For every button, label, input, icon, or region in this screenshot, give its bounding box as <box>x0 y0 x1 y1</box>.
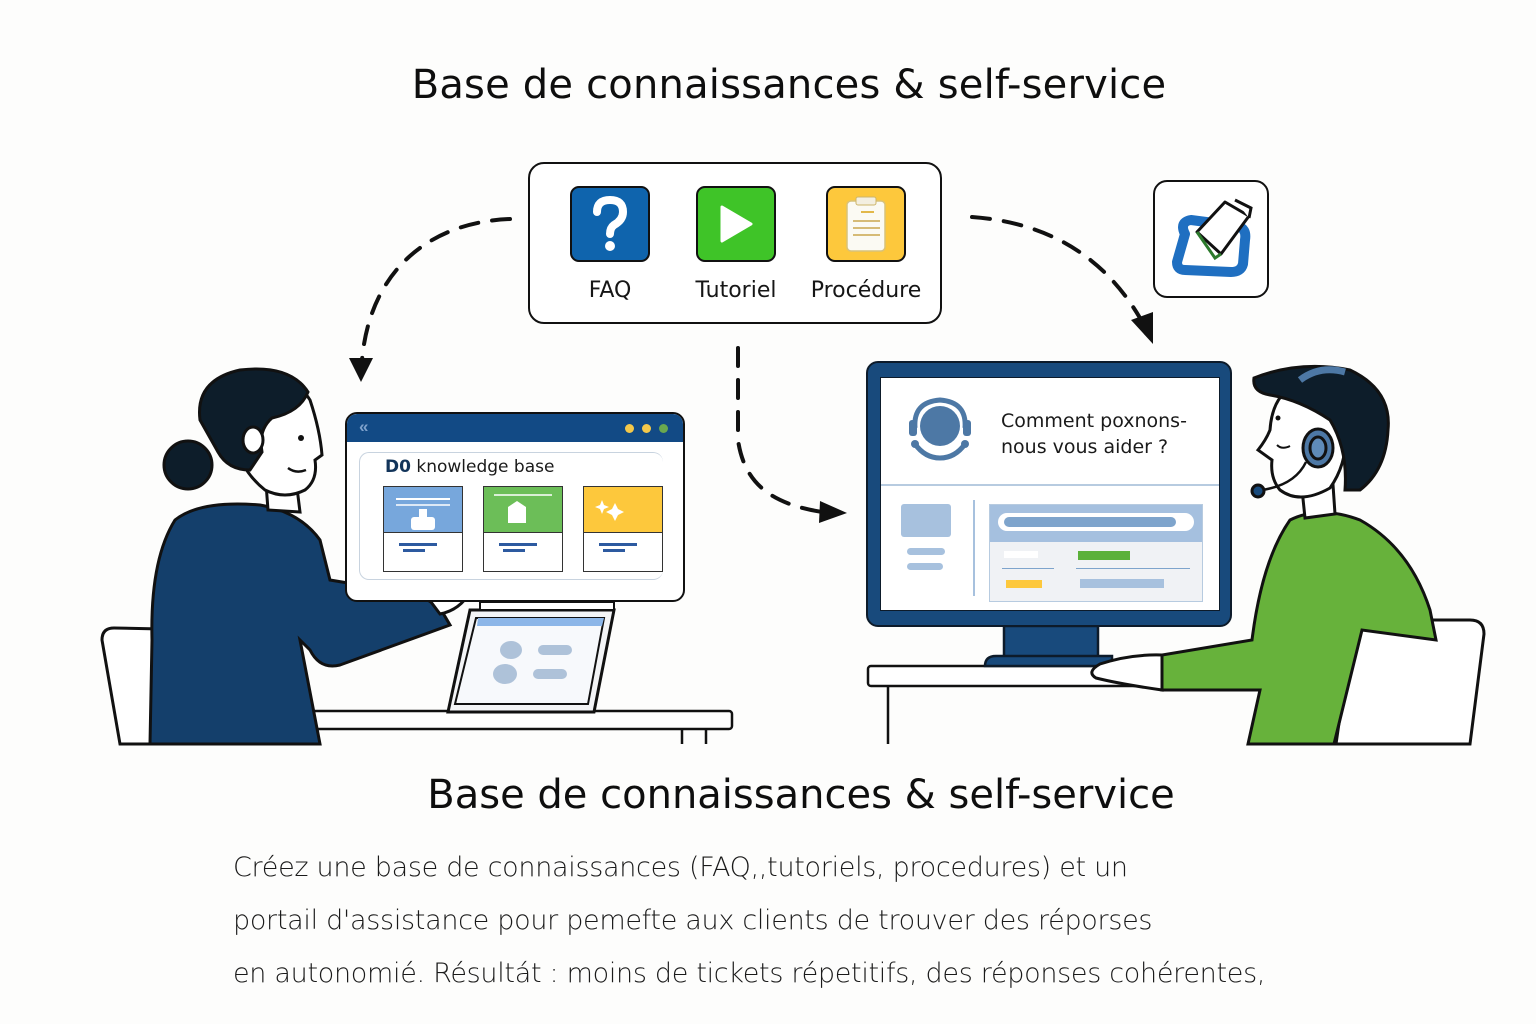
content-type-label: Tutoriel <box>695 278 777 303</box>
double-chevron-left-icon[interactable]: « <box>359 417 369 436</box>
kb-card[interactable] <box>383 486 463 572</box>
content-type-label: Procédure <box>810 278 922 303</box>
clipboard-checklist-icon <box>826 186 906 262</box>
window-dot[interactable] <box>659 424 668 433</box>
window-title-bar: « <box>347 414 683 442</box>
divider <box>881 484 1219 486</box>
arrow-to-right-agent <box>970 215 1142 320</box>
section-title: Base de connaissances & self-service <box>427 772 1175 818</box>
home-icon <box>494 494 552 523</box>
headset-agent-icon <box>909 397 971 461</box>
arrowhead-right <box>1131 312 1153 344</box>
content-type-label: FAQ <box>588 278 632 303</box>
content-type-faq[interactable]: FAQ <box>550 186 670 303</box>
description-line: Créez une base de connaissances (FAQ,,tu… <box>233 852 1128 883</box>
results-panel <box>989 504 1203 602</box>
arrow-to-right-monitor <box>736 346 824 514</box>
status-bar-yellow <box>1006 580 1042 588</box>
sidebar-line[interactable] <box>907 548 945 555</box>
status-bar-green <box>1078 551 1130 560</box>
knowledge-base-window: « D0 knowledge base <box>345 412 685 602</box>
content-type-procedure[interactable]: Procédure <box>806 186 926 303</box>
kb-card[interactable] <box>583 486 663 572</box>
content-type-tutorial[interactable]: Tutoriel <box>676 186 796 303</box>
window-dot[interactable] <box>642 424 651 433</box>
laptop <box>446 608 616 714</box>
kb-logo: D0 <box>385 457 411 477</box>
right-person <box>1090 364 1438 746</box>
result-label <box>1004 551 1038 558</box>
result-bar <box>1080 579 1164 588</box>
kb-title-text: knowledge base <box>416 457 555 477</box>
kb-content-frame <box>359 452 663 580</box>
search-input[interactable] <box>998 513 1194 531</box>
support-portal-screen: Comment poxnons- nous vous aider ? <box>880 377 1220 611</box>
search-bar-area <box>990 505 1202 542</box>
kb-title: D0 knowledge base <box>385 457 554 477</box>
page-title: Base de connaissances & self-service <box>411 62 1167 108</box>
content-types-card: FAQ Tutoriel Procédure <box>528 162 942 324</box>
arrowhead-center <box>819 501 847 523</box>
description-line: portail d'assistance pour pemefte aux cl… <box>233 905 1153 936</box>
window-dot[interactable] <box>625 424 634 433</box>
kb-card[interactable] <box>483 486 563 572</box>
sidebar-thumbnail[interactable] <box>901 504 951 537</box>
description: Créez une base de connaissances (FAQ,,tu… <box>233 848 1383 1007</box>
arrow-to-left-user <box>360 217 512 362</box>
monitor-stand <box>983 624 1114 668</box>
play-icon <box>696 186 776 262</box>
arrowhead-left <box>349 358 373 382</box>
support-monitor: Comment poxnons- nous vous aider ? <box>866 361 1232 627</box>
divider <box>973 500 975 596</box>
edit-badge[interactable] <box>1153 180 1269 298</box>
left-desk <box>298 709 734 744</box>
edit-document-icon <box>1172 198 1253 277</box>
support-icon <box>396 498 450 530</box>
help-line-1: Comment poxnons- <box>1001 410 1187 432</box>
question-mark-icon <box>570 186 650 262</box>
description-line: en autonomié. Résultát : moins de ticket… <box>233 958 1266 989</box>
sidebar-line[interactable] <box>907 563 943 570</box>
help-prompt: Comment poxnons- nous vous aider ? <box>1001 408 1187 460</box>
sparkle-icon <box>595 500 624 521</box>
help-line-2: nous vous aider ? <box>1001 436 1169 458</box>
